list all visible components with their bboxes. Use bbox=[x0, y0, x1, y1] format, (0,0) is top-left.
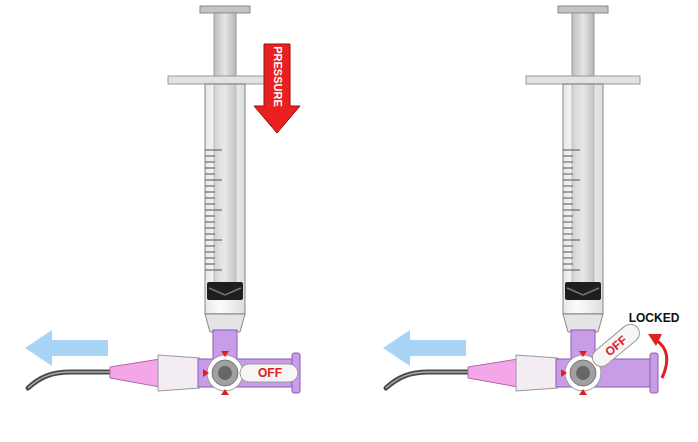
rotation-arrow bbox=[648, 334, 667, 378]
stopcock-handle bbox=[589, 320, 643, 370]
rotation-arrow bbox=[648, 334, 662, 346]
pressure-arrow bbox=[254, 44, 300, 133]
pressure-arrow bbox=[254, 44, 300, 133]
blue-flow-arrow bbox=[25, 330, 108, 366]
left-syringe bbox=[28, 6, 300, 393]
right-syringe bbox=[386, 6, 658, 393]
pressure-label: PRESSURE bbox=[272, 46, 283, 107]
rotation-arrow bbox=[656, 340, 667, 378]
right-stopcock bbox=[561, 320, 643, 395]
left-stopcock bbox=[203, 351, 298, 395]
valve-position-label: OFF bbox=[258, 367, 282, 379]
right-stopcock bbox=[589, 320, 643, 370]
stopcock-valve bbox=[203, 351, 243, 395]
blue-flow-arrow bbox=[383, 330, 466, 366]
valve-position-label: OFF bbox=[603, 334, 629, 359]
stopcock-handle bbox=[240, 364, 298, 382]
state-label: LOCKED bbox=[629, 312, 680, 324]
